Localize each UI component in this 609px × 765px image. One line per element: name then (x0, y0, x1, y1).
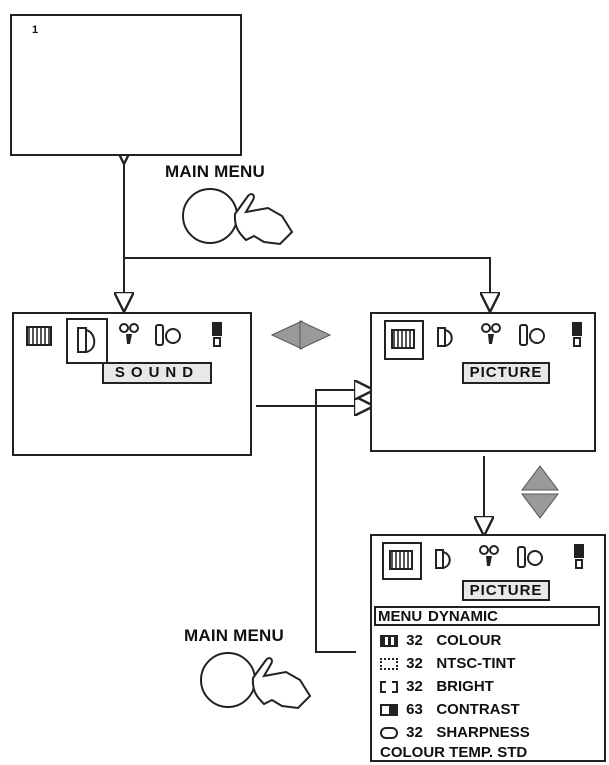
picture-label: PICTURE (462, 580, 550, 601)
sound-menu-icon (436, 324, 454, 348)
install-menu-icon (572, 542, 586, 570)
pointing-hand-icon (235, 194, 292, 244)
install-menu-icon (210, 320, 224, 348)
menu-item-value: 63 (406, 701, 432, 718)
setup-menu-icon (516, 544, 542, 568)
feature-menu-icon (118, 322, 140, 346)
bright-icon (380, 681, 398, 693)
picture-submenu: PICTURE MENU DYNAMIC 32 COLOUR 32 NTSC-T… (370, 534, 606, 762)
install-menu-icon (570, 320, 584, 348)
menu-item[interactable]: 63 CONTRAST (380, 701, 520, 718)
sound-screen: SOUND (12, 312, 252, 456)
sound-menu-icon[interactable] (66, 318, 108, 364)
channel-number: 1 (32, 24, 38, 36)
colour-icon (380, 635, 398, 647)
main-menu-label: MAIN MENU (165, 162, 265, 182)
menu-item[interactable]: 32 NTSC-TINT (380, 655, 516, 672)
menu-mode-row[interactable]: MENU DYNAMIC (374, 606, 600, 626)
picture-label: PICTURE (462, 362, 550, 384)
feature-menu-icon (478, 544, 500, 568)
tv-screen: 1 (10, 14, 242, 156)
menu-item-value: 32 (406, 724, 432, 741)
contrast-icon (380, 704, 398, 716)
menu-mode-key: MENU (378, 608, 422, 625)
feature-menu-icon (480, 322, 502, 346)
sound-label: SOUND (102, 362, 212, 384)
menu-item-name: COLOUR (436, 632, 501, 649)
menu-item-value: 32 (406, 655, 432, 672)
menu-item-name: BRIGHT (436, 678, 494, 695)
picture-menu-icon[interactable] (382, 542, 422, 580)
main-menu-button[interactable] (180, 186, 300, 266)
down-triangle-icon (522, 494, 558, 518)
menu-item-name: CONTRAST (436, 701, 519, 718)
colour-temp-row[interactable]: COLOUR TEMP. STD (380, 744, 527, 761)
setup-menu-icon (154, 322, 180, 346)
pointing-hand-icon (253, 658, 310, 708)
main-menu-button[interactable] (198, 648, 324, 728)
setup-menu-icon (518, 322, 544, 346)
menu-mode-value: DYNAMIC (428, 608, 498, 625)
picture-screen: PICTURE (370, 312, 596, 452)
sound-menu-icon (434, 546, 452, 570)
picture-menu-icon[interactable] (384, 320, 424, 360)
up-triangle-icon (522, 466, 558, 490)
menu-item[interactable]: 32 SHARPNESS (380, 724, 530, 741)
menu-item-name: NTSC-TINT (436, 655, 515, 672)
menu-item[interactable]: 32 BRIGHT (380, 678, 494, 695)
sharpness-icon (380, 727, 398, 739)
tint-icon (380, 658, 398, 670)
menu-item-value: 32 (406, 678, 432, 695)
left-triangle-icon (272, 321, 302, 349)
menu-item-value: 32 (406, 632, 432, 649)
main-menu-label: MAIN MENU (184, 626, 284, 646)
right-triangle-icon (300, 321, 330, 349)
menu-item-name: SHARPNESS (436, 724, 529, 741)
menu-item[interactable]: 32 COLOUR (380, 632, 501, 649)
picture-menu-icon (26, 326, 52, 346)
